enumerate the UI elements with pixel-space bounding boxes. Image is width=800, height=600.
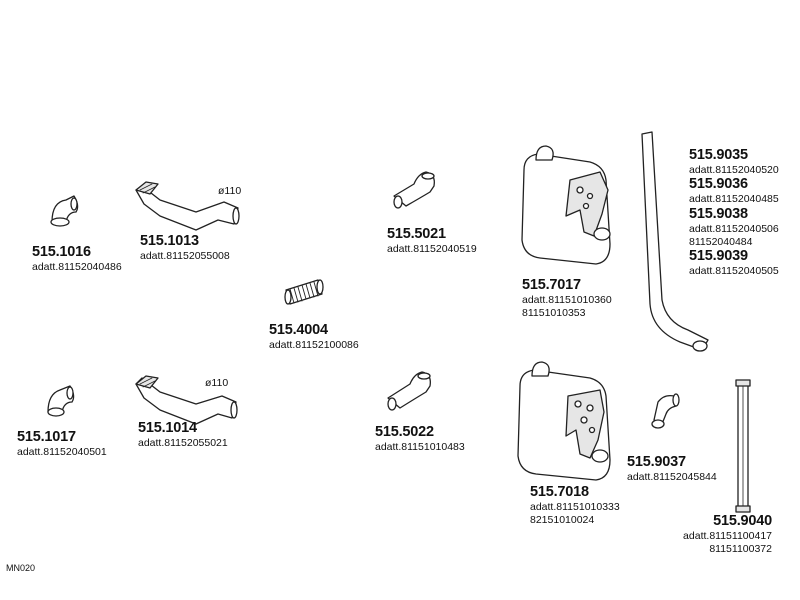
part-reference: adatt.81152045844 [627,471,717,484]
vertical-pipe-515-9040-drawing [735,379,751,513]
part-number: 515.7017 [522,277,581,293]
part-label-515-1017: 515.1017 adatt.81152040501 [17,429,107,459]
part-number: 515.1017 [17,429,76,445]
part-label-515-9038: 515.9038 adatt.81152040506 81152040484 [689,206,779,249]
part-reference: adatt.81151100417 [683,530,772,543]
elbow-hose-515-5022-drawing [387,371,431,411]
part-number: 515.1013 [140,233,199,249]
part-reference: adatt.81152100086 [269,339,359,352]
part-reference: adatt.81152055008 [140,250,230,263]
diameter-label-515-1014: ø110 [205,377,229,389]
part-number: 515.5022 [375,424,434,440]
elbow-515-9037-drawing [651,393,680,429]
part-reference: adatt.81152055021 [138,437,228,450]
diagram-code: MN020 [6,563,36,573]
muffler-515-7017-drawing [521,145,611,265]
elbow-flange-515-1017-drawing [47,385,75,417]
part-number: 515.9039 [689,248,748,264]
part-label-515-5021: 515.5021 adatt.81152040519 [387,226,477,256]
part-label-515-9040: 515.9040 adatt.81151100417 81151100372 [683,513,772,556]
part-reference: adatt.81151010333 [530,501,620,514]
part-number: 515.7018 [530,484,589,500]
part-reference-alt: 81151100372 [709,542,772,555]
tailpipe-515-9035-drawing [641,131,709,352]
part-label-515-9036: 515.9036 adatt.81152040485 [689,176,779,206]
diameter-label-515-1013: ø110 [218,185,242,197]
part-label-515-1013: 515.1013 adatt.81152055008 [140,233,230,263]
part-reference: adatt.81151010483 [375,441,465,454]
part-label-515-7017: 515.7017 adatt.81151010360 81151010353 [522,277,612,320]
part-reference: adatt.81152040486 [32,261,122,274]
part-label-515-1016: 515.1016 adatt.81152040486 [32,244,122,274]
part-reference: adatt.81152040505 [689,265,779,278]
part-label-515-1014: 515.1014 adatt.81152055021 [138,420,228,450]
part-reference-alt: 82151010024 [530,513,595,526]
part-reference: adatt.81152040501 [17,446,107,459]
part-reference: adatt.81152040506 [689,223,779,236]
part-reference: adatt.81152040520 [689,164,779,177]
flex-pipe-515-4004-drawing [284,279,324,305]
part-label-515-9035: 515.9035 adatt.81152040520 [689,147,779,177]
part-number: 515.9037 [627,454,686,470]
part-number: 515.5021 [387,226,446,242]
part-reference: adatt.81152040485 [689,193,779,206]
muffler-515-7018-drawing [517,361,611,481]
part-label-515-4004: 515.4004 adatt.81152100086 [269,322,359,352]
part-reference: adatt.81151010360 [522,294,612,307]
part-number: 515.9035 [689,147,748,163]
bent-pipe-515-1013-drawing [135,181,240,231]
part-reference-alt: 81152040484 [689,235,753,248]
part-number: 515.1014 [138,420,197,436]
part-label-515-7018: 515.7018 adatt.81151010333 82151010024 [530,484,620,527]
part-number: 515.9036 [689,176,748,192]
elbow-flange-515-1016-drawing [50,195,79,227]
part-number: 515.9038 [689,206,748,222]
part-reference-alt: 81151010353 [522,306,586,319]
part-number: 515.1016 [32,244,91,260]
part-reference: adatt.81152040519 [387,243,477,256]
elbow-hose-515-5021-drawing [393,171,435,209]
part-label-515-5022: 515.5022 adatt.81151010483 [375,424,465,454]
bent-pipe-515-1014-drawing [135,375,238,425]
part-number: 515.4004 [269,322,328,338]
part-label-515-9037: 515.9037 adatt.81152045844 [627,454,717,484]
part-label-515-9039: 515.9039 adatt.81152040505 [689,248,779,278]
part-number: 515.9040 [713,513,772,529]
